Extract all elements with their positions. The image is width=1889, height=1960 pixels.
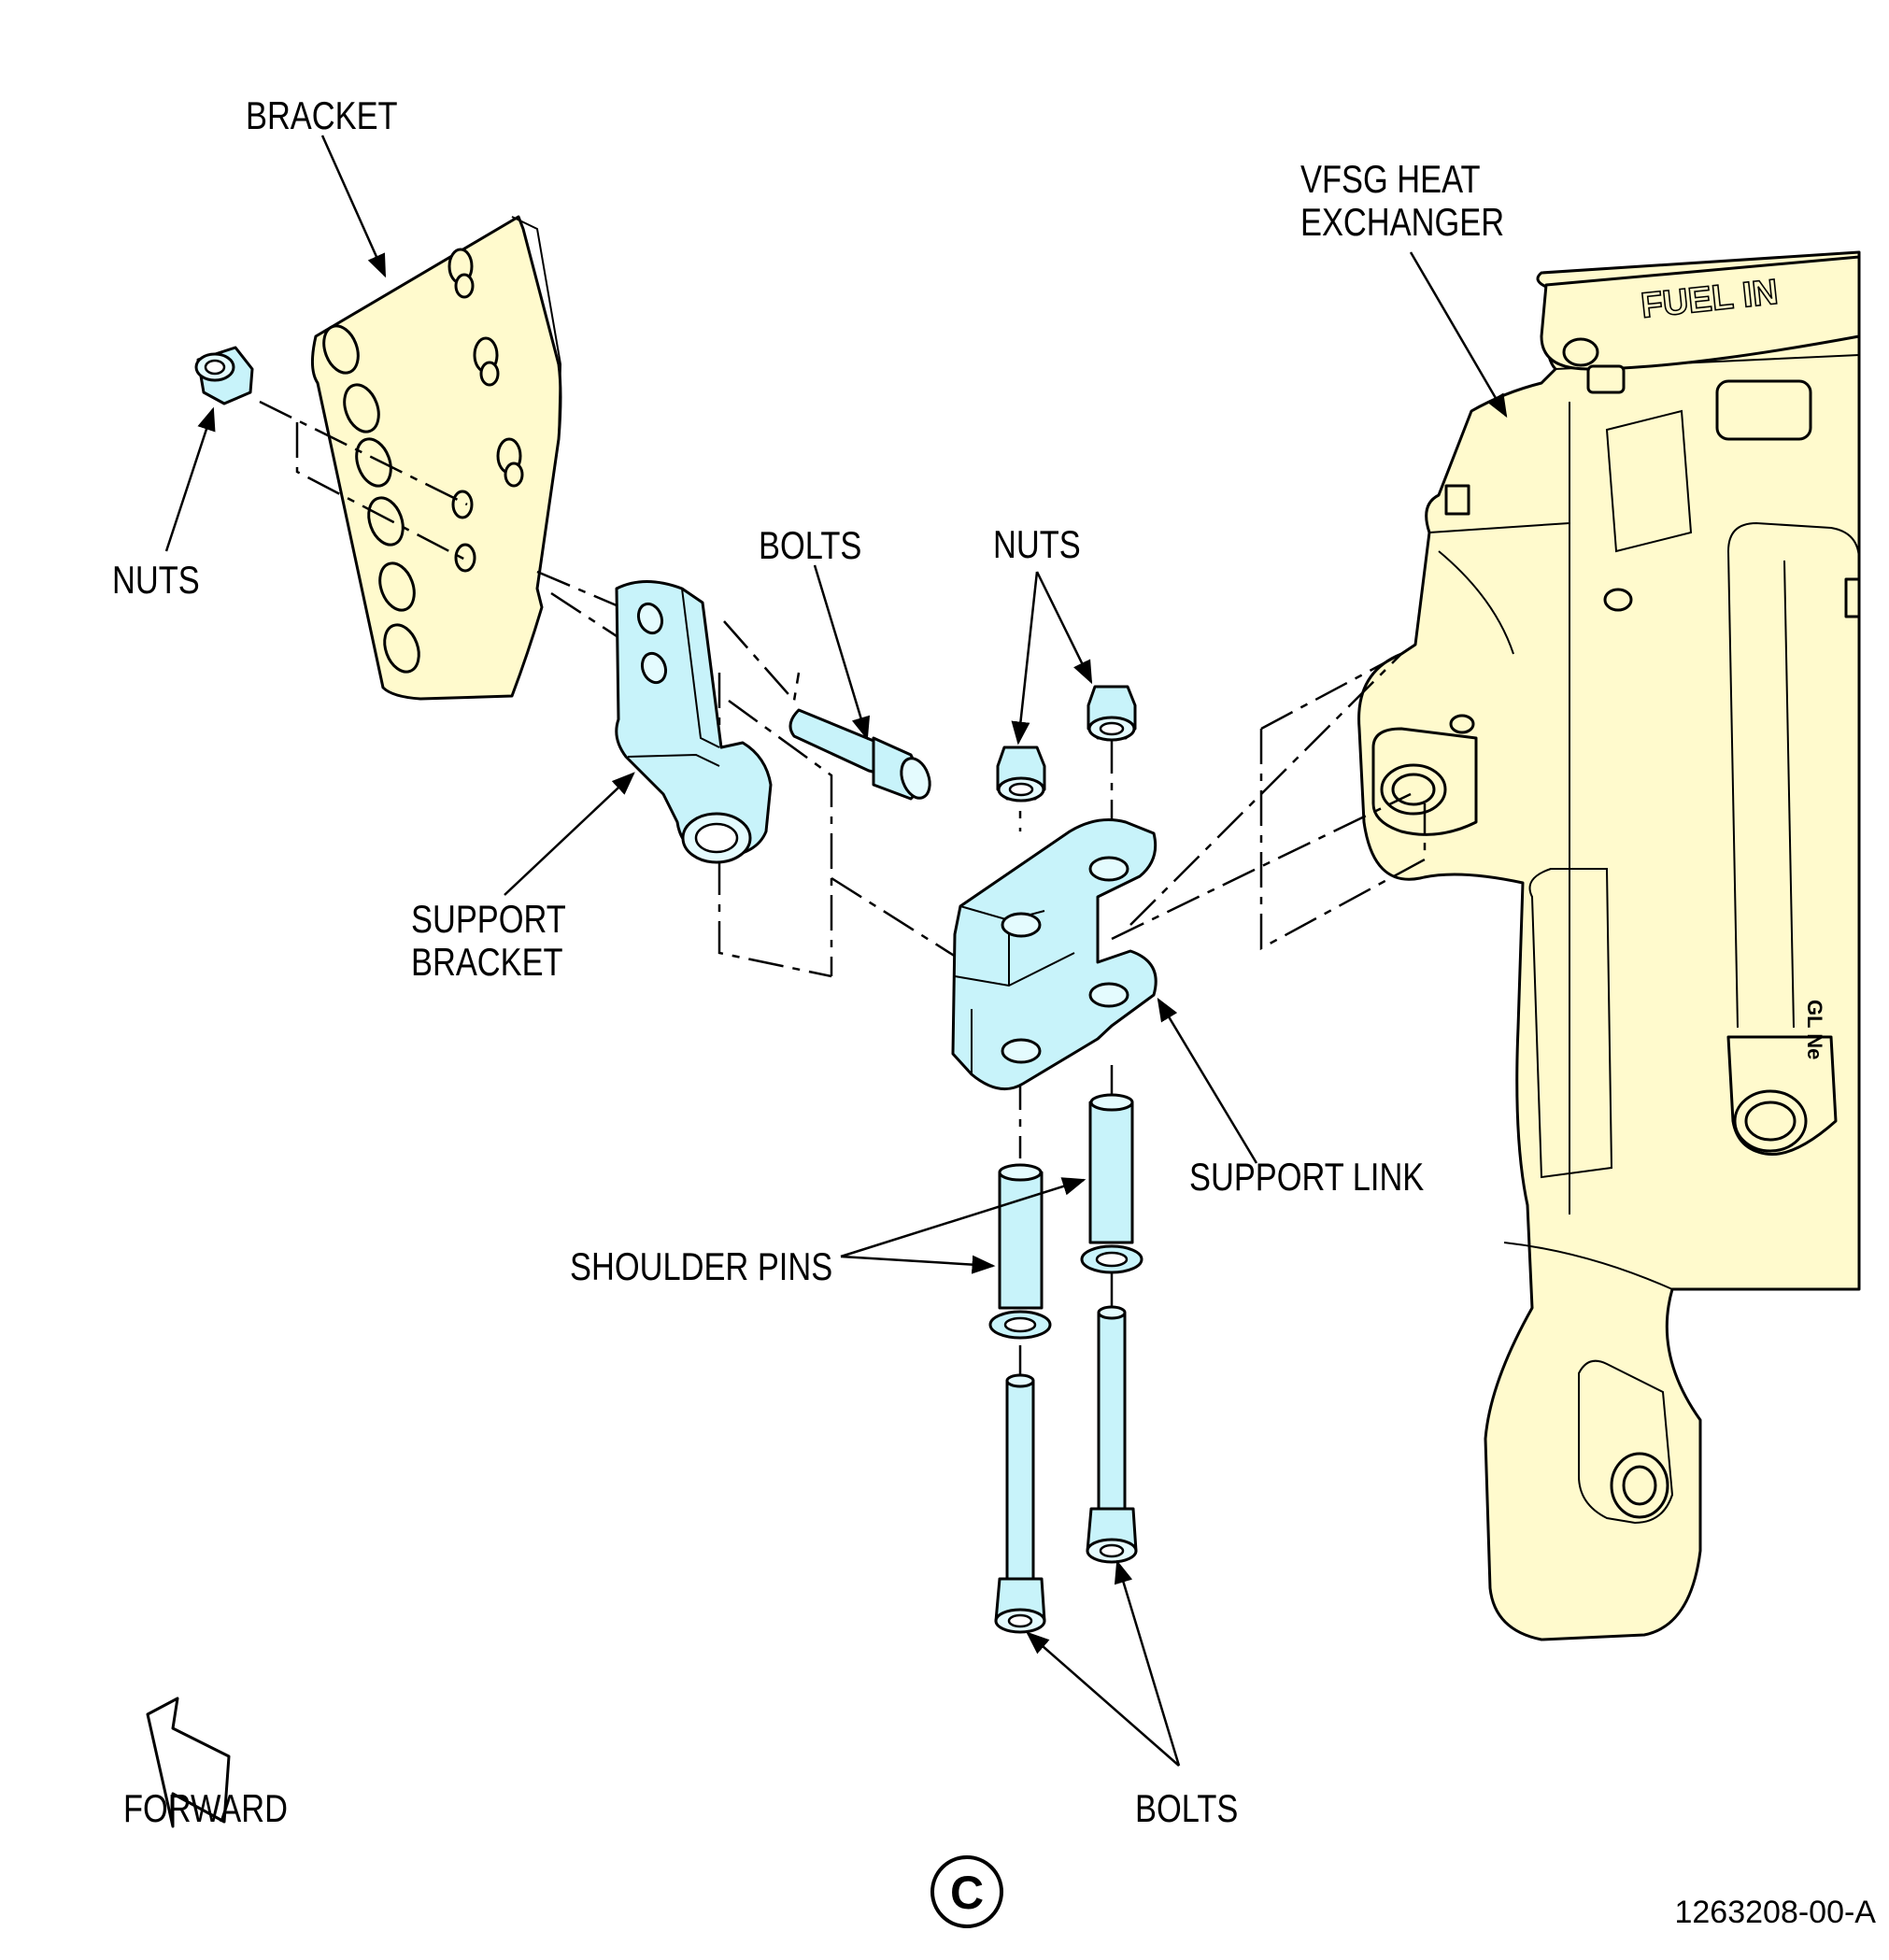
top-bolt [788, 708, 931, 801]
support-bracket [615, 580, 773, 864]
view-indicator: C [930, 1855, 1003, 1928]
support-link [951, 818, 1158, 1091]
heat-exchanger-label-line1: VFSG HEAT [1300, 158, 1481, 202]
callout-labels: BRACKET NUTS BOLTS NUTS VFSG HEAT EXCHAN… [112, 94, 1876, 1930]
shoulder-pins-label: SHOULDER PINS [570, 1245, 832, 1289]
bracket-plate [311, 215, 562, 701]
shoulder-pin-left [988, 1163, 1052, 1340]
forward-label: FORWARD [123, 1787, 288, 1831]
support-bracket-label-line2: BRACKET [411, 941, 563, 985]
heat-exchanger-label-line2: EXCHANGER [1300, 201, 1504, 245]
bottom-bolt-right [1086, 1305, 1138, 1564]
forward-arrow-icon [146, 1697, 231, 1828]
bottom-bolt-left [994, 1373, 1046, 1634]
leader-lines [164, 135, 1508, 1767]
top-nut-right [1087, 685, 1137, 742]
figure-number: 1263208-00-A [1674, 1895, 1876, 1930]
support-bracket-label-line1: SUPPORT [411, 898, 566, 942]
support-link-label: SUPPORT LINK [1189, 1156, 1425, 1200]
top-nut-left [996, 746, 1046, 802]
nuts-top-label: NUTS [993, 523, 1081, 567]
bolts-top-label: BOLTS [759, 524, 861, 568]
bolts-bottom-label: BOLTS [1135, 1787, 1238, 1831]
arrow-marking-text: GL Ne [1803, 1000, 1826, 1059]
left-nut [194, 346, 254, 405]
bracket-label: BRACKET [246, 94, 398, 138]
shoulder-pin-right [1080, 1093, 1143, 1274]
nuts-left-label: NUTS [112, 559, 200, 603]
vfsg-heat-exchanger: FUEL IN GL Ne [1357, 250, 1861, 1641]
view-letter: C [950, 1867, 984, 1919]
